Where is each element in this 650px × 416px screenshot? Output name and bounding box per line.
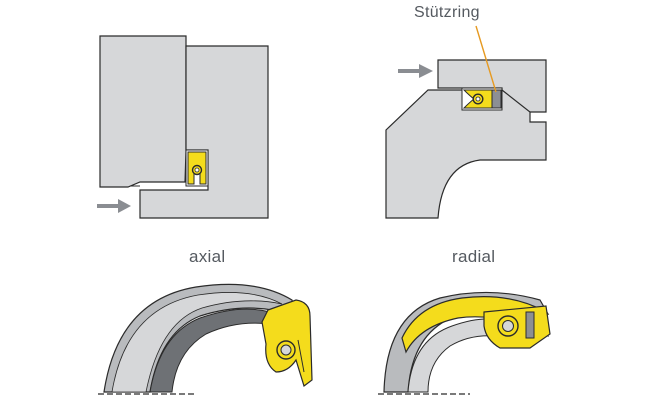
axial-section [97, 35, 269, 219]
radial-section [385, 25, 547, 219]
radial-label: radial [452, 247, 496, 266]
radial-arrow-right-icon [398, 64, 433, 78]
radial-3d-support-ring [525, 311, 535, 339]
axial-seal-icon [187, 151, 207, 185]
axial-housing-left [99, 35, 187, 188]
support-ring-leader [475, 25, 497, 93]
axial-3d-ring-top [111, 292, 283, 393]
radial-3d-seal [378, 291, 551, 395]
radial-housing-lower [385, 89, 547, 219]
axial-3d-seal [98, 283, 313, 395]
support-ring-label: Stützring [414, 4, 480, 21]
axial-label: axial [189, 247, 226, 266]
support-ring [491, 89, 502, 109]
axial-arrow-right-icon [97, 199, 131, 213]
axial-3d-seal-icon [261, 299, 313, 387]
radial-seal-icon [462, 89, 502, 109]
radial-3d-seal-icon [483, 305, 551, 349]
